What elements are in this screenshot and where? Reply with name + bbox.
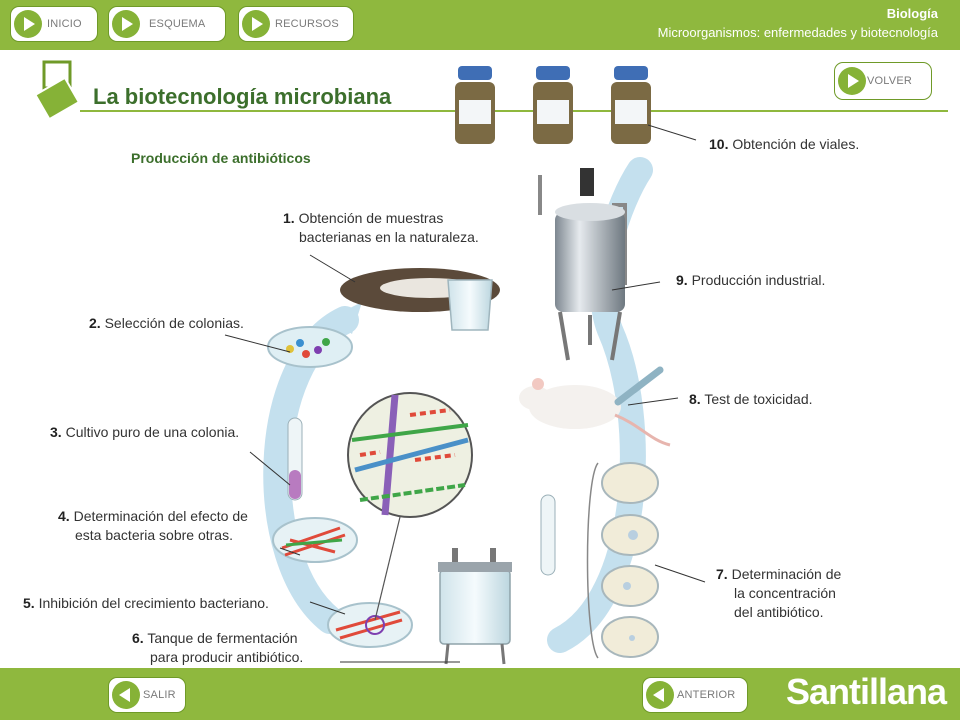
step-1: 1. Obtención de muestras bacterianas en … — [283, 209, 479, 247]
step-4: 4. Determinación del efecto de esta bact… — [58, 507, 248, 545]
step-text: Inhibición del crecimiento bacteriano. — [38, 595, 269, 611]
step-text: Obtención de muestras — [298, 210, 444, 226]
step-5: 5. Inhibición del crecimiento bacteriano… — [23, 594, 269, 613]
culture-tube — [287, 417, 303, 501]
play-icon — [112, 10, 140, 38]
step-number: 9. — [676, 272, 688, 288]
tube-small — [540, 494, 556, 576]
step-number: 3. — [50, 424, 62, 440]
step-number: 2. — [89, 315, 101, 331]
santillana-logo: Santillana — [785, 671, 947, 712]
salir-button[interactable]: SALIR — [108, 677, 186, 713]
step-text: Tanque de fermentación — [147, 630, 298, 646]
play-icon — [838, 67, 866, 95]
step-number: 6. — [132, 630, 144, 646]
step-10: 10. Obtención de viales. — [709, 135, 859, 154]
step-text: bacterianas en la naturaleza. — [299, 229, 479, 245]
inicio-label: INICIO — [47, 18, 82, 30]
esquema-label: ESQUEMA — [149, 18, 206, 30]
petri-series — [601, 462, 659, 658]
recursos-button[interactable]: RECURSOS — [238, 6, 354, 42]
arrow-head — [330, 302, 362, 334]
volver-button[interactable]: VOLVER — [834, 62, 932, 100]
step-text: Producción industrial. — [691, 272, 826, 288]
title-divider — [80, 110, 948, 112]
esquema-button[interactable]: ESQUEMA — [108, 6, 226, 42]
subject-label: Biología — [886, 6, 938, 21]
step-text: Determinación del efecto de — [73, 508, 248, 524]
step-text: Determinación de — [731, 566, 842, 582]
vial-1 — [455, 66, 495, 144]
petri-inhibition — [327, 602, 413, 648]
step-number: 5. — [23, 595, 35, 611]
fermentation-tank — [438, 548, 512, 665]
petri-streaks — [272, 517, 358, 563]
step-text: para producir antibiótico. — [150, 649, 304, 665]
step-9: 9. Producción industrial. — [676, 271, 825, 290]
back-icon — [112, 681, 140, 709]
salir-label: SALIR — [143, 689, 176, 701]
bracket — [586, 462, 599, 659]
recursos-label: RECURSOS — [275, 18, 339, 30]
leader-lines — [224, 124, 706, 663]
step-3: 3. Cultivo puro de una colonia. — [50, 423, 239, 442]
vial-2 — [533, 66, 573, 144]
section-icon — [34, 60, 81, 120]
step-text: del antibiótico. — [734, 604, 824, 620]
step-text: esta bacteria sobre otras. — [75, 527, 233, 543]
step-2: 2. Selección de colonias. — [89, 314, 244, 333]
mouse — [519, 378, 671, 447]
step-text: Obtención de viales. — [732, 136, 860, 152]
inicio-button[interactable]: INICIO — [10, 6, 98, 42]
step-text: Test de toxicidad. — [704, 391, 813, 407]
topic-label: Microorganismos: enfermedades y biotecno… — [657, 25, 938, 40]
back-icon — [646, 681, 674, 709]
anterior-button[interactable]: ANTERIOR — [642, 677, 748, 713]
step-6: 6. Tanque de fermentación para producir … — [132, 629, 303, 667]
play-icon — [242, 10, 270, 38]
play-icon — [14, 10, 42, 38]
step-number: 7. — [716, 566, 728, 582]
vial-3 — [611, 66, 651, 144]
page-title: La biotecnología microbiana — [93, 84, 392, 109]
step-text: la concentración — [734, 585, 836, 601]
industrial-tank — [538, 168, 627, 361]
step-8: 8. Test de toxicidad. — [689, 390, 813, 409]
step-text: Cultivo puro de una colonia. — [65, 424, 240, 440]
petri-colonies — [267, 326, 353, 368]
step-number: 1. — [283, 210, 295, 226]
step-number: 4. — [58, 508, 70, 524]
step-number: 8. — [689, 391, 701, 407]
anterior-label: ANTERIOR — [677, 689, 736, 701]
step-text: Selección de colonias. — [104, 315, 244, 331]
volver-label: VOLVER — [867, 75, 913, 87]
step-number: 10. — [709, 136, 729, 152]
magnified-view — [347, 392, 473, 518]
syringe — [614, 366, 664, 406]
diagram-subtitle: Producción de antibióticos — [131, 150, 311, 166]
step-7: 7. Determinación de la concentración del… — [716, 565, 841, 622]
beaker — [447, 279, 493, 331]
